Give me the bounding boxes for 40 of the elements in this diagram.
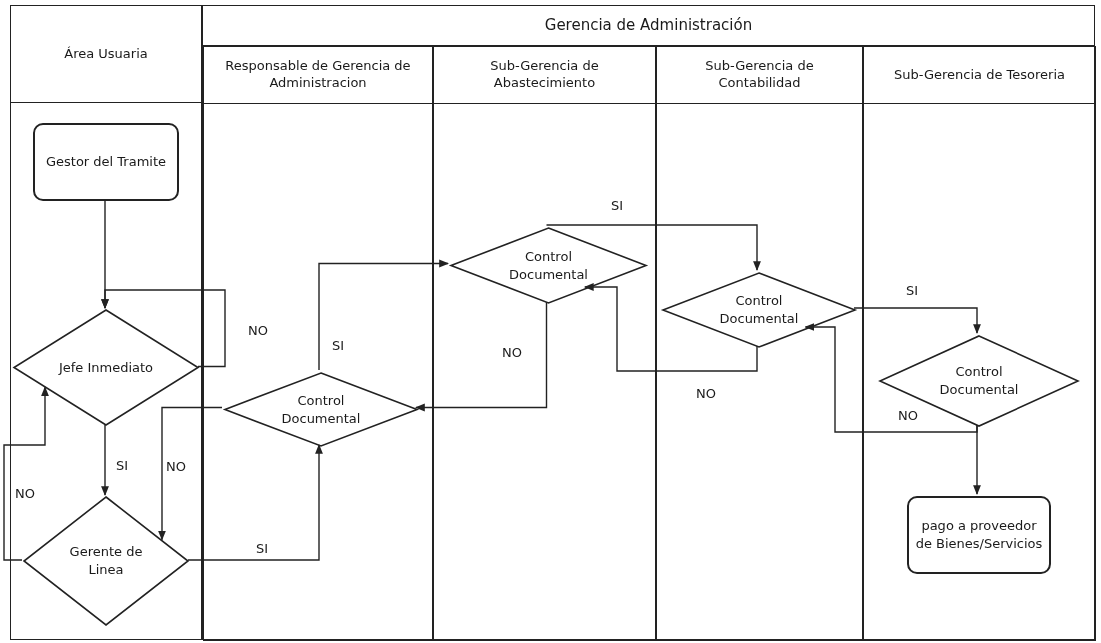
lane-header: Responsable de Gerencia de Administracion [204, 47, 432, 104]
lane-header: Sub-Gerencia de Contabilidad [657, 47, 862, 104]
connector-arrow [804, 323, 978, 433]
connector-arrow [101, 424, 109, 496]
swimlane [656, 46, 863, 641]
band-header: Gerencia de Administración [203, 6, 1094, 46]
connector-arrow [545, 224, 761, 271]
connector-arrow [415, 301, 548, 412]
node-label: Control Documental [280, 391, 362, 428]
decision-diamond [662, 272, 856, 348]
swimlane [863, 46, 1096, 641]
connector-arrow [853, 307, 981, 334]
node-label: Gestor del Tramite [45, 153, 167, 171]
lane-header: Sub-Gerencia de Tesoreria [864, 47, 1095, 104]
connector-arrow [318, 259, 449, 371]
connector-arrow [583, 283, 758, 372]
node-label: Gerente de Linea [68, 543, 144, 579]
connector-arrow [187, 444, 323, 561]
lane-header: Sub-Gerencia de Abastecimiento [434, 47, 655, 104]
node-label: Jefe Inmediato [58, 358, 154, 377]
rounded-process-box [907, 496, 1051, 574]
connector-arrow [101, 289, 226, 368]
decision-diamond [23, 496, 189, 626]
connector-arrow [158, 406, 223, 541]
node-label: Control Documental [938, 363, 1020, 399]
rounded-process-box [33, 123, 179, 201]
decision-diamond [13, 309, 199, 426]
department-band [202, 5, 1095, 640]
decision-diamond [450, 227, 647, 304]
connector-arrow [973, 424, 981, 495]
decision-diamond [224, 372, 418, 447]
node-label: pago a proveedor de Bienes/Servicios [914, 517, 1044, 553]
swimlane [433, 46, 656, 641]
swimlane [10, 5, 202, 640]
node-label: Control Documental [718, 292, 800, 328]
decision-diamond [879, 335, 1079, 427]
connector-arrow [3, 386, 49, 561]
node-label: Control Documental [508, 247, 589, 284]
lane-header: Área Usuaria [11, 6, 201, 103]
swimlane [203, 46, 433, 641]
